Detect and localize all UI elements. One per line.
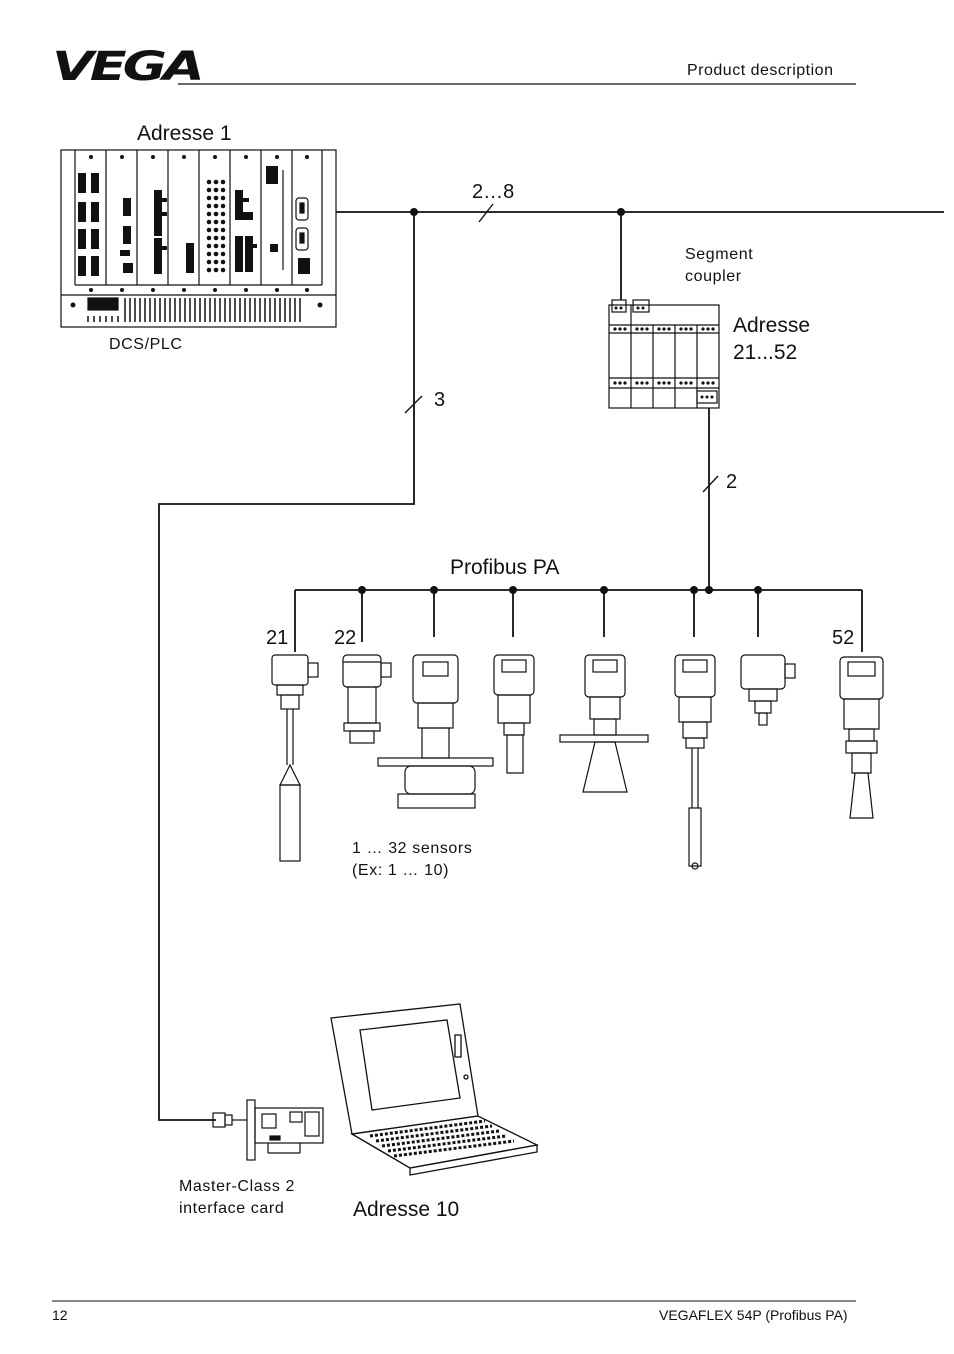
page-number: 12: [52, 1307, 68, 1323]
vega-logo: VEGA: [52, 44, 205, 90]
radar-horn-sensor-icon: [377, 654, 494, 809]
pressure-probe-sensor-icon: [271, 654, 319, 862]
guided-microwave-sensor-icon: [674, 654, 716, 870]
coupler-address-line2: 21...52: [733, 341, 798, 364]
bus-count-label: 2…8: [472, 181, 515, 203]
dcs-address-label: Adresse 1: [137, 122, 232, 145]
radar-sensor-52-icon: [839, 656, 884, 819]
ultrasonic-sensor-icon: [493, 654, 535, 774]
bus-junctions: [358, 208, 762, 594]
branch-2-label: 2: [726, 471, 738, 493]
segment-coupler-icon: [608, 299, 720, 409]
document-title: VEGAFLEX 54P (Profibus PA): [659, 1307, 848, 1323]
coupler-address-line1: Adresse: [733, 314, 811, 337]
sensor-address-52: 52: [832, 627, 855, 649]
interface-card-label-line1: Master-Class 2: [179, 1178, 295, 1195]
segment-coupler-label-line2: coupler: [685, 268, 742, 285]
sensor-address-22: 22: [334, 627, 357, 649]
dcs-plc-label: DCS/PLC: [109, 336, 183, 353]
interface-card-icon: [212, 1099, 324, 1161]
bus-count-slash: [478, 203, 494, 223]
compact-sensor-icon: [740, 654, 796, 726]
sensors-count-line2: (Ex: 1 … 10): [352, 862, 450, 879]
sensors-count-line1: 1 … 32 sensors: [352, 840, 473, 857]
sensor-address-21: 21: [266, 627, 289, 649]
laptop-icon: [330, 1003, 540, 1176]
branch-3-label: 3: [434, 389, 446, 411]
dcs-plc-rack-icon: [60, 149, 337, 328]
branch-3-slash: [404, 395, 423, 414]
segment-coupler-label-line1: Segment: [685, 246, 754, 263]
bus-name-label: Profibus PA: [450, 556, 560, 579]
branch-2-slash: [702, 475, 719, 493]
pressure-transmitter-sensor-icon: [342, 654, 392, 744]
radar-cone-sensor-icon: [559, 654, 649, 793]
bus-wiring: [158, 211, 944, 1121]
interface-card-label-line2: interface card: [179, 1200, 285, 1217]
laptop-address-label: Adresse 10: [353, 1198, 460, 1221]
section-title: Product description: [687, 62, 834, 79]
laptop-keyboard: [369, 1119, 515, 1158]
